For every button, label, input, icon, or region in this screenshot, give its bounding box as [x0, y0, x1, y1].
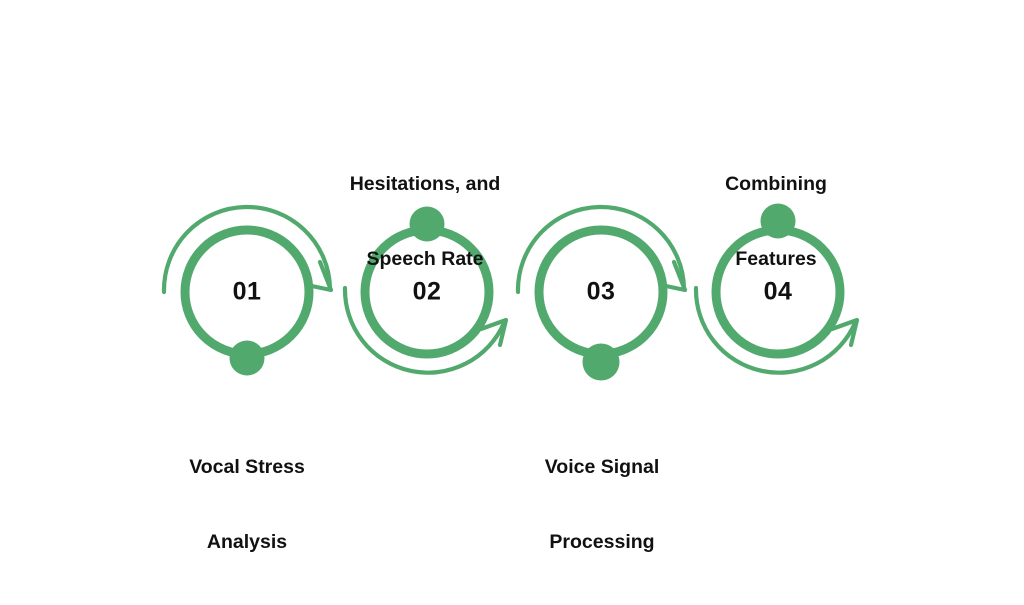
- step-01-number: 01: [233, 278, 262, 306]
- step-02-number: 02: [413, 278, 442, 306]
- step-02-label: Hesitations, and Speech Rate: [350, 122, 501, 322]
- step-01-outer-arc: [161, 204, 333, 295]
- step-04-label-line1: Combining: [725, 173, 827, 195]
- step-04-node-dot: [760, 203, 796, 239]
- step-03-number: 03: [587, 278, 616, 306]
- step-01-node-dot: [229, 340, 265, 376]
- step-02-label-line2: Speech Rate: [366, 248, 484, 270]
- step-group-03[interactable]: 03: [515, 204, 688, 381]
- process-diagram: 01 02 03 04: [161, 203, 860, 381]
- step-02-outer-arc: [342, 285, 507, 375]
- step-group-01[interactable]: 01: [161, 204, 334, 376]
- step-03-label: Voice Signal Processing: [545, 405, 660, 605]
- step-02-label-line1: Hesitations, and: [349, 173, 501, 195]
- step-04-label-line2: Features: [735, 248, 817, 270]
- step-03-label-line1: Voice Signal: [544, 456, 660, 478]
- step-02-arrow-head-icon: [478, 317, 509, 348]
- step-04-number: 04: [764, 278, 793, 306]
- step-group-02[interactable]: 02: [342, 206, 509, 375]
- step-01-arrow-head-icon: [304, 259, 334, 293]
- step-03-outer-arc: [515, 204, 687, 295]
- step-02-node-dot: [409, 206, 445, 242]
- step-03-label-line2: Processing: [549, 531, 655, 553]
- step-group-04[interactable]: 04: [693, 203, 860, 375]
- step-03-arrow-head-icon: [658, 259, 688, 293]
- step-01-label-line2: Analysis: [206, 531, 288, 553]
- infographic-canvas: 01 02 03 04 Vocal Stress: [161, 122, 860, 553]
- step-01-label-line1: Vocal Stress: [189, 456, 305, 478]
- step-04-arrow-head-icon: [829, 317, 860, 348]
- step-04-outer-arc: [693, 285, 858, 375]
- step-03-node-dot: [582, 343, 620, 381]
- step-01-label: Vocal Stress Analysis: [189, 405, 305, 605]
- step-04-label: Combining Features: [725, 122, 827, 322]
